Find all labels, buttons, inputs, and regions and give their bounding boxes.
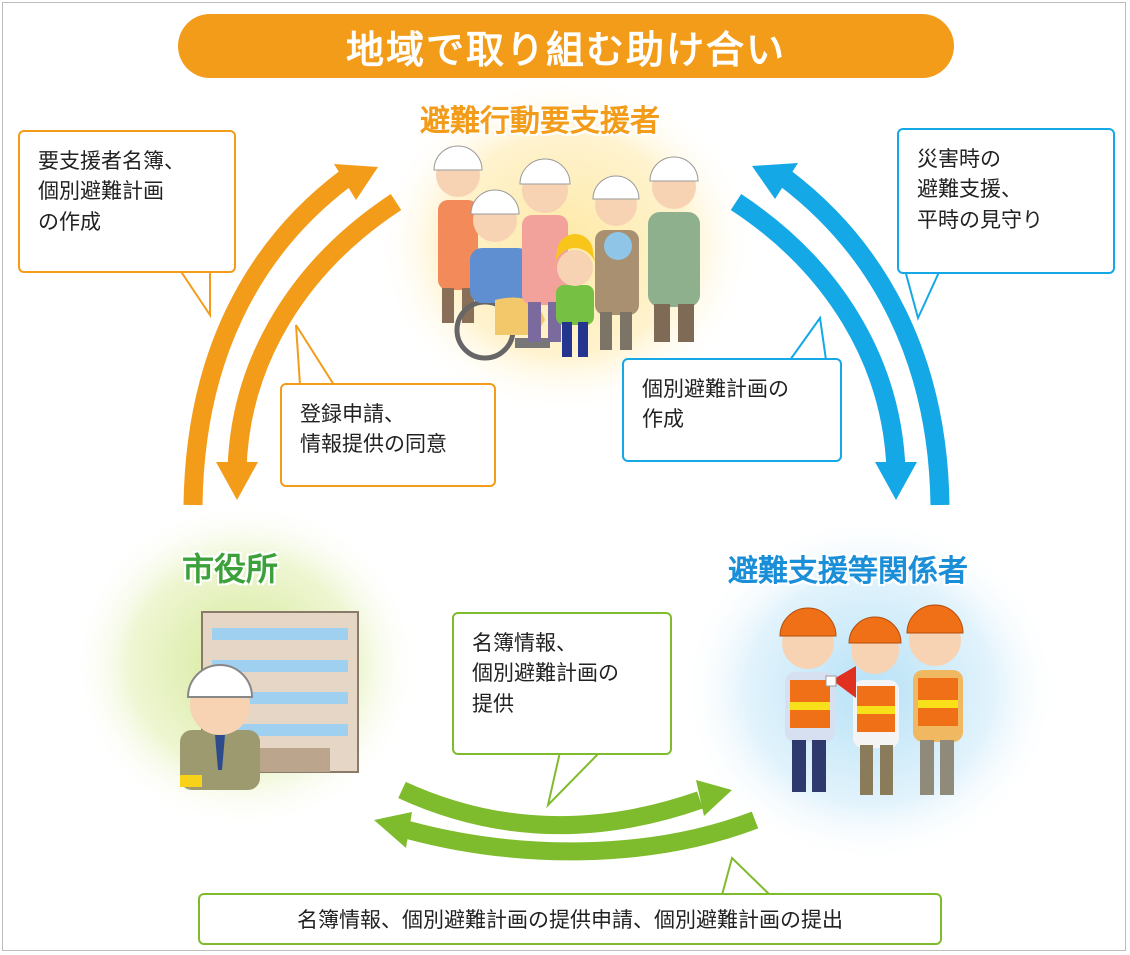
callout-provision-request: 名簿情報、個別避難計画の提供申請、個別避難計画の提出 — [198, 893, 942, 945]
orange-arrows — [183, 164, 402, 506]
megaphone-icon — [825, 666, 856, 698]
city-hall-label: 市役所 — [182, 550, 279, 588]
callout-roster-and-plan-creation: 要支援者名簿、 個別避難計画 の作成 — [18, 130, 236, 273]
callout-registration-consent: 登録申請、 情報提供の同意 — [280, 383, 496, 487]
callout-disaster-support: 災害時の 避難支援、 平時の見守り — [897, 128, 1115, 274]
callout-tails — [178, 269, 942, 896]
orange-arrow-down — [227, 194, 402, 471]
city-official-helmet-icon — [180, 664, 260, 790]
persons-needing-support-label: 避難行動要支援者 — [420, 104, 660, 139]
support-stakeholders-label: 避難支援等関係者 — [728, 554, 968, 589]
helmet-residents-group-icon — [433, 145, 700, 361]
green-arrows — [374, 780, 759, 861]
orange-arrow-up — [183, 170, 352, 506]
green-arrow-right — [398, 781, 703, 835]
callout-individual-plan-creation: 個別避難計画の 作成 — [622, 358, 842, 462]
blue-arrows — [730, 163, 950, 506]
orange-helmet-supporters-icon — [779, 604, 964, 795]
blue-arrow-up — [779, 170, 950, 506]
green-arrow-left — [405, 811, 759, 861]
callout-info-provision: 名簿情報、 個別避難計画の 提供 — [452, 612, 672, 755]
blue-arrow-down — [730, 194, 906, 471]
main-title: 地域で取り組む助け合い — [178, 14, 954, 78]
